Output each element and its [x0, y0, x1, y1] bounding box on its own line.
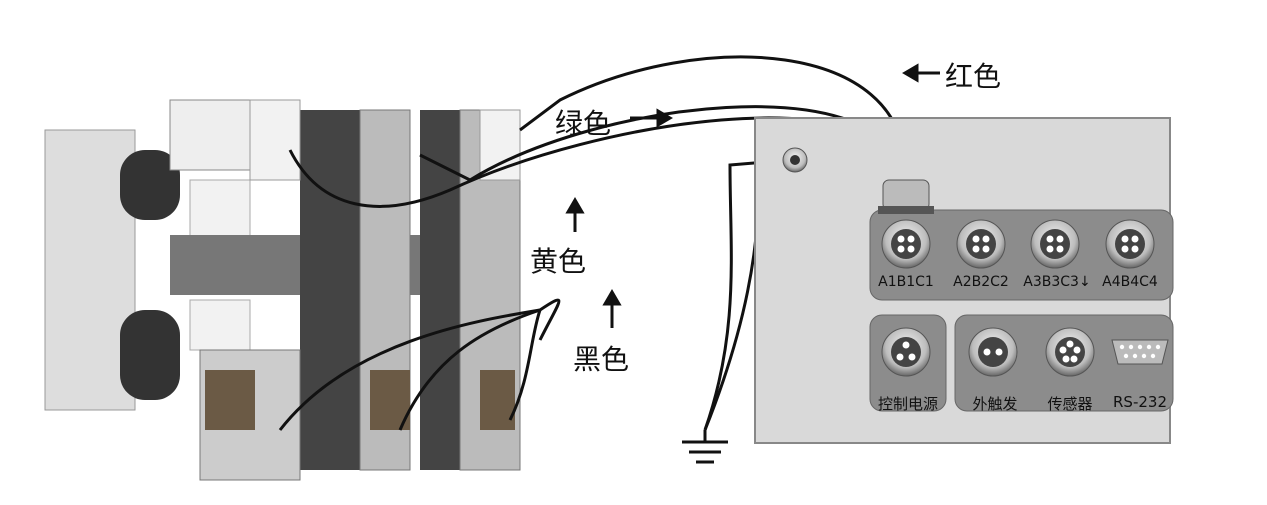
label-black: 黑色 [573, 343, 630, 376]
label-green: 绿色 [555, 107, 612, 140]
port-label: A1B1C1 [878, 274, 934, 290]
label-yellow: 黄色 [530, 245, 587, 278]
cable-ground [703, 158, 791, 431]
label-red: 红色 [945, 60, 1002, 93]
circuit-breaker-image [44, 99, 521, 481]
port-label: 传感器 [1047, 395, 1093, 413]
arrow-left-icon [902, 63, 940, 83]
port-label: RS-232 [1113, 393, 1167, 411]
arrow-right-icon [630, 108, 673, 128]
port-label: A4B4C4 [1102, 274, 1158, 290]
arrow-up-icon [565, 197, 585, 232]
arrow-up-icon [602, 289, 622, 328]
port-label: A3B3C3↓ [1023, 274, 1091, 290]
ground-icon [682, 430, 728, 464]
port-label: A2B2C2 [953, 274, 1009, 290]
rs232-port [1111, 339, 1169, 365]
port-label: 控制电源 [877, 395, 938, 413]
port-label: 外触发 [972, 395, 1018, 413]
tester-panel [754, 117, 1174, 444]
cable-black-1 [278, 298, 561, 431]
